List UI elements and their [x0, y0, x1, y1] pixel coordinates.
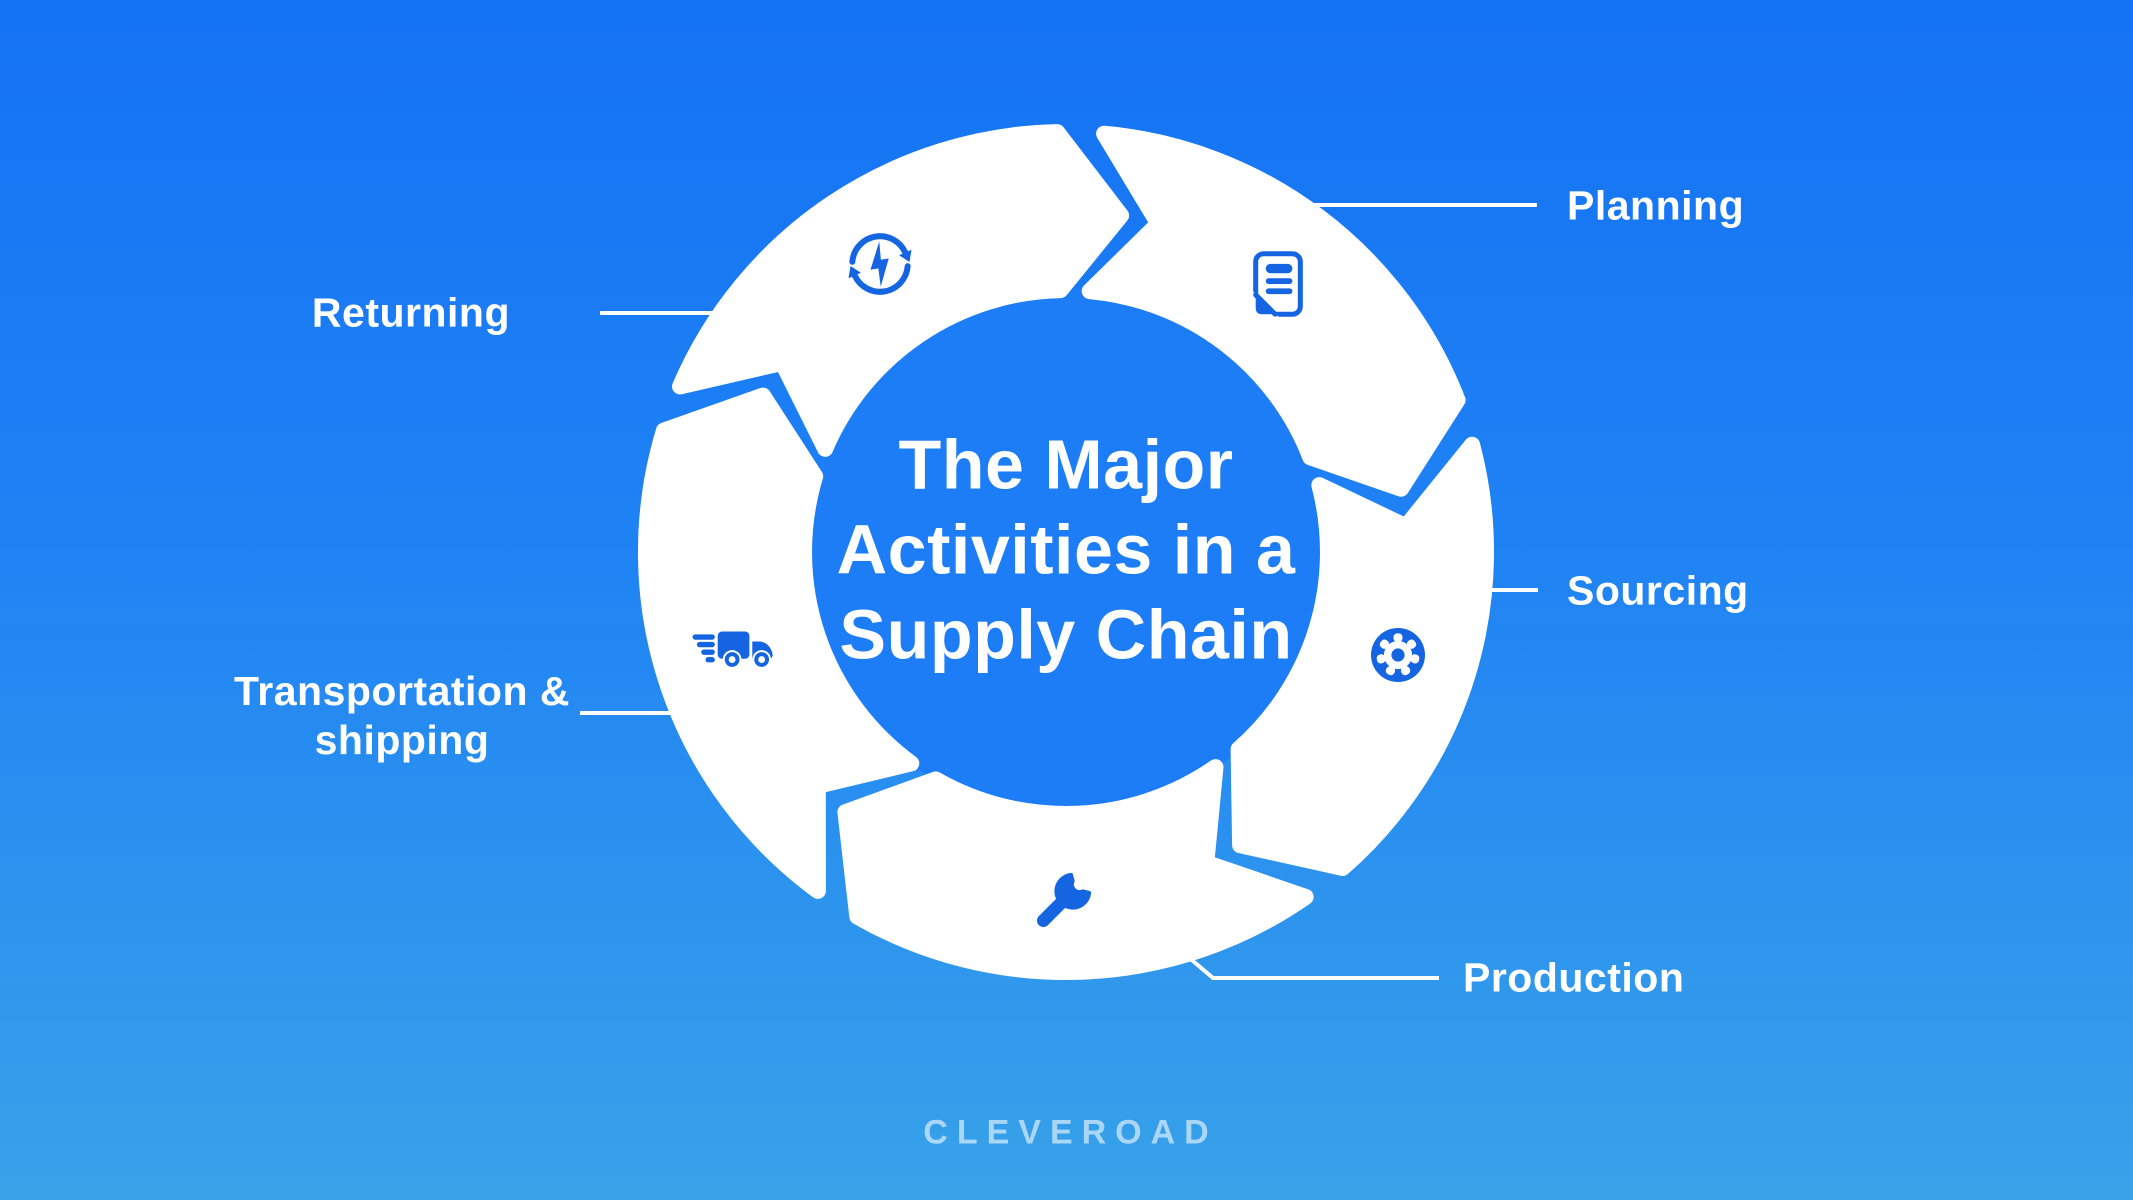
ring-segment-production [837, 759, 1314, 981]
connector-production [1178, 948, 1439, 980]
center-disc [803, 289, 1329, 815]
title-line-1: The Major [898, 425, 1234, 504]
diagram-title: The Major Activities in a Supply Chain [837, 423, 1296, 678]
label-production: Production [1463, 954, 1685, 1001]
cycle-ring [638, 124, 1494, 981]
cleveroad-watermark: CLEVEROAD [923, 1113, 1218, 1152]
title-line-2: Activities in a [836, 510, 1296, 589]
title-line-3: Supply Chain [839, 595, 1293, 674]
label-planning: Planning [1567, 182, 1745, 229]
delivery-truck-icon [692, 631, 773, 669]
gear-icon [1371, 628, 1425, 682]
label-transportation: Transportation & shipping [234, 667, 570, 765]
sync-arrows-lightning-icon [848, 233, 912, 295]
label-transportation-line-1: Transportation & [233, 667, 571, 714]
wrench-icon [1036, 872, 1092, 928]
label-returning: Returning [311, 289, 510, 336]
document-icon [1252, 251, 1303, 318]
label-transportation-line-2: shipping [314, 717, 490, 763]
ring-segment-sourcing [1230, 436, 1494, 876]
ring-segment-transportation [638, 387, 920, 899]
ring-segment-returning [672, 124, 1130, 457]
label-sourcing: Sourcing [1567, 567, 1749, 614]
